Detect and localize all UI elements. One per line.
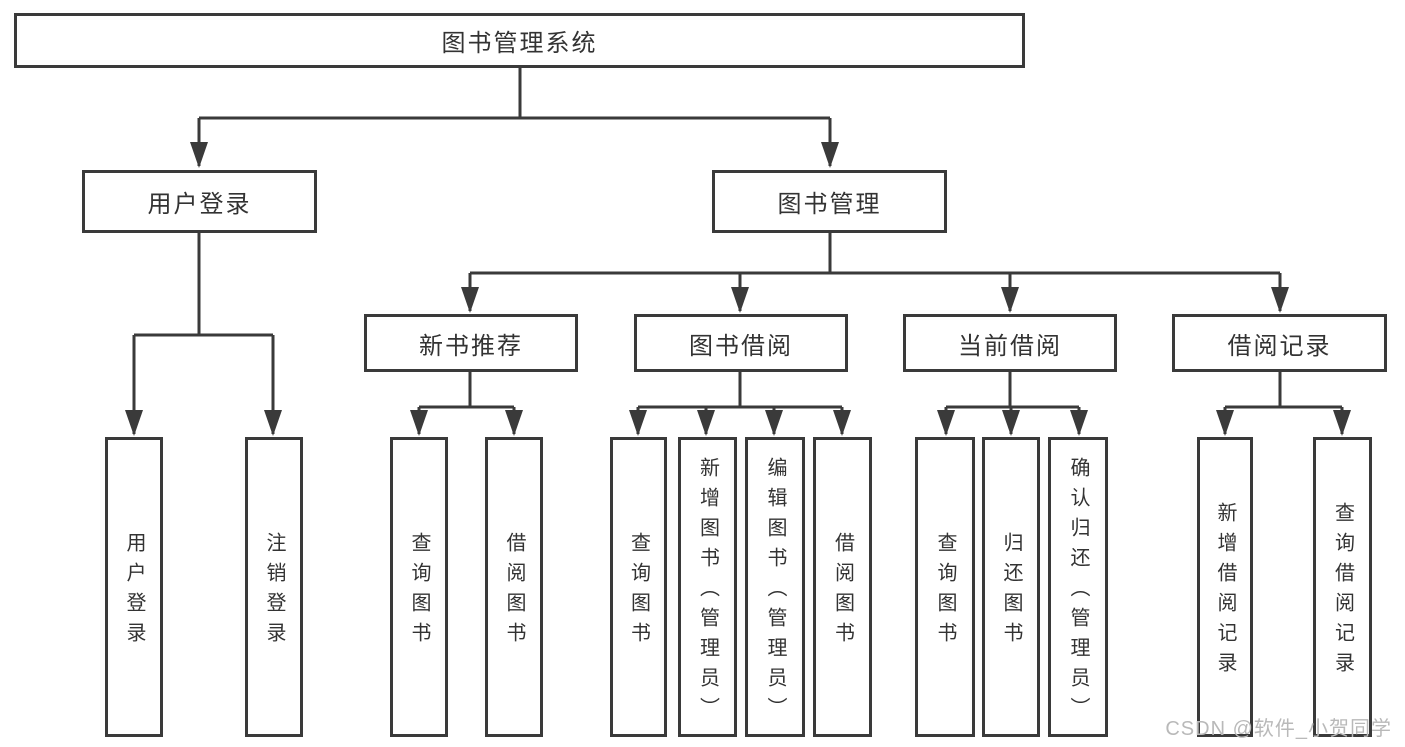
node-label: 归还图书 bbox=[1000, 532, 1022, 652]
node-leaf-query-books-1: 查询图书 bbox=[390, 437, 448, 737]
watermark-text: CSDN @软件_小贺同学 bbox=[1165, 718, 1392, 740]
node-label: 用户登录 bbox=[123, 532, 145, 652]
node-leaf-borrow-books-2: 借阅图书 bbox=[813, 437, 872, 737]
node-leaf-query-books-2: 查询图书 bbox=[610, 437, 667, 737]
node-user-login: 用户登录 bbox=[82, 170, 317, 233]
node-label: 新书推荐 bbox=[419, 332, 523, 360]
node-label: 图书管理 bbox=[777, 191, 882, 218]
node-label: 图书借阅 bbox=[689, 332, 793, 360]
node-label: 查询图书 bbox=[934, 532, 956, 652]
node-label: 图书管理系统 bbox=[441, 30, 598, 57]
node-label: 借阅记录 bbox=[1227, 332, 1332, 360]
node-leaf-borrow-books-1: 借阅图书 bbox=[485, 437, 543, 737]
node-leaf-user-login: 用户登录 bbox=[105, 437, 163, 737]
node-label: 借阅图书 bbox=[503, 532, 525, 652]
node-label: 注销登录 bbox=[263, 532, 285, 652]
node-label: 当前借阅 bbox=[958, 332, 1062, 360]
connector-trunks bbox=[134, 68, 1342, 409]
node-new-book-recommendation: 新书推荐 bbox=[364, 314, 578, 372]
node-leaf-add-borrow-record: 新增借阅记录 bbox=[1197, 437, 1253, 737]
node-label: 新增借阅记录 bbox=[1214, 502, 1236, 682]
node-leaf-edit-books-admin: 编辑图书（管理员） bbox=[745, 437, 805, 737]
node-leaf-add-books-admin: 新增图书（管理员） bbox=[678, 437, 737, 737]
node-leaf-return-books: 归还图书 bbox=[982, 437, 1040, 737]
node-leaf-logout: 注销登录 bbox=[245, 437, 303, 737]
node-label: 新增图书（管理员） bbox=[696, 457, 719, 727]
node-current-borrowing: 当前借阅 bbox=[903, 314, 1117, 372]
node-book-borrowing: 图书借阅 bbox=[634, 314, 848, 372]
node-borrowing-records: 借阅记录 bbox=[1172, 314, 1387, 372]
node-book-management: 图书管理 bbox=[712, 170, 947, 233]
node-label: 编辑图书（管理员） bbox=[764, 457, 786, 727]
node-label: 查询借阅记录 bbox=[1331, 502, 1354, 682]
node-label: 用户登录 bbox=[147, 191, 252, 218]
node-label: 确认归还（管理员） bbox=[1067, 457, 1089, 727]
node-label: 借阅图书 bbox=[831, 532, 854, 652]
node-leaf-query-books-3: 查询图书 bbox=[915, 437, 975, 737]
node-label: 查询图书 bbox=[408, 532, 430, 652]
connector-arrows bbox=[125, 118, 1351, 436]
node-leaf-query-borrow-record: 查询借阅记录 bbox=[1313, 437, 1372, 737]
node-library-management-system: 图书管理系统 bbox=[14, 13, 1025, 68]
node-label: 查询图书 bbox=[627, 532, 650, 652]
node-leaf-confirm-return-admin: 确认归还（管理员） bbox=[1048, 437, 1108, 737]
